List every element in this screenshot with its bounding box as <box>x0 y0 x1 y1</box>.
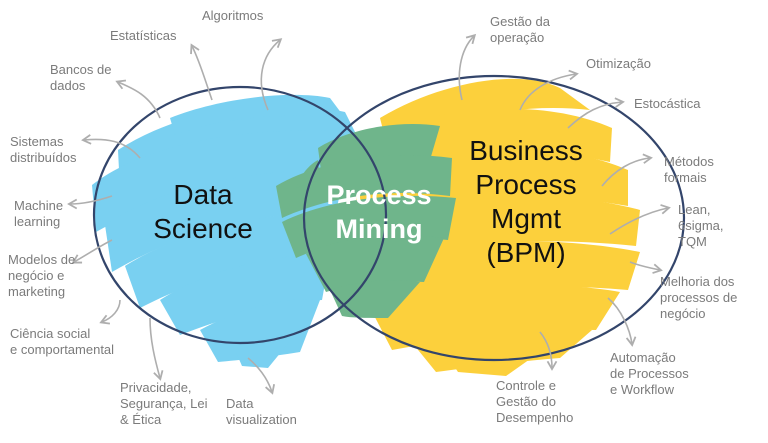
arrow-machine <box>67 195 113 210</box>
arrow-bancos <box>115 79 161 119</box>
label-privacidade: Privacidade, Segurança, Lei & Ética <box>120 380 208 427</box>
label-controle-gestao: Controle e Gestão do Desempenho <box>496 378 574 425</box>
arrow-melhoria <box>629 261 663 274</box>
arrow-modelos <box>71 239 113 264</box>
label-gestao-da-operacao: Gestão da operação <box>490 14 550 45</box>
label-data-visualization: Data visualization <box>226 396 297 427</box>
bpm-circle <box>302 74 686 362</box>
bpm-title: Business Process Mgmt (BPM) <box>469 135 583 268</box>
label-ciencia-social: Ciência social e comportamental <box>10 326 115 357</box>
data-science-title: Data Science <box>153 179 253 244</box>
label-metodos-formais: Métodos formais <box>664 154 714 185</box>
arrow-dataviz <box>247 357 276 395</box>
label-estatisticas: Estatísticas <box>110 28 177 43</box>
arrow-estatisticas <box>190 43 213 101</box>
arrow-estocastica <box>567 97 625 129</box>
label-modelos-de-negocio: Modelos de negócio e marketing <box>8 252 76 299</box>
arrow-otimizacao <box>519 69 579 111</box>
label-otimizacao: Otimização <box>586 56 652 71</box>
bpm-arrows <box>458 33 671 371</box>
arrow-algoritmos <box>260 38 283 111</box>
arrow-gestao-operacao <box>458 33 477 101</box>
arrow-controle <box>539 331 558 371</box>
data-science-circle <box>92 85 388 345</box>
label-estocastica: Estocástica <box>634 96 701 111</box>
label-sistemas-distribuidos: Sistemas distribuídos <box>10 134 77 165</box>
data-science-arrows <box>67 38 283 395</box>
arrow-sistemas <box>81 134 141 159</box>
arrow-privacidade <box>149 317 164 381</box>
process-mining-title: Process Mining <box>326 180 432 244</box>
label-automacao: Automação de Processos e Workflow <box>610 350 689 397</box>
arrow-lean <box>609 204 671 235</box>
arrow-ciencia <box>99 299 121 325</box>
label-melhoria-processos: Melhoria dos processos de negócio <box>660 274 738 321</box>
arrow-metodos <box>601 153 653 187</box>
label-bancos-de-dados: Bancos de dados <box>50 62 112 93</box>
label-algoritmos: Algoritmos <box>202 8 264 23</box>
label-machine-learning: Machine learning <box>14 198 64 229</box>
label-lean-6sigma-tqm: Lean, 6sigma, TQM <box>678 202 724 249</box>
arrow-automacao <box>607 297 637 347</box>
